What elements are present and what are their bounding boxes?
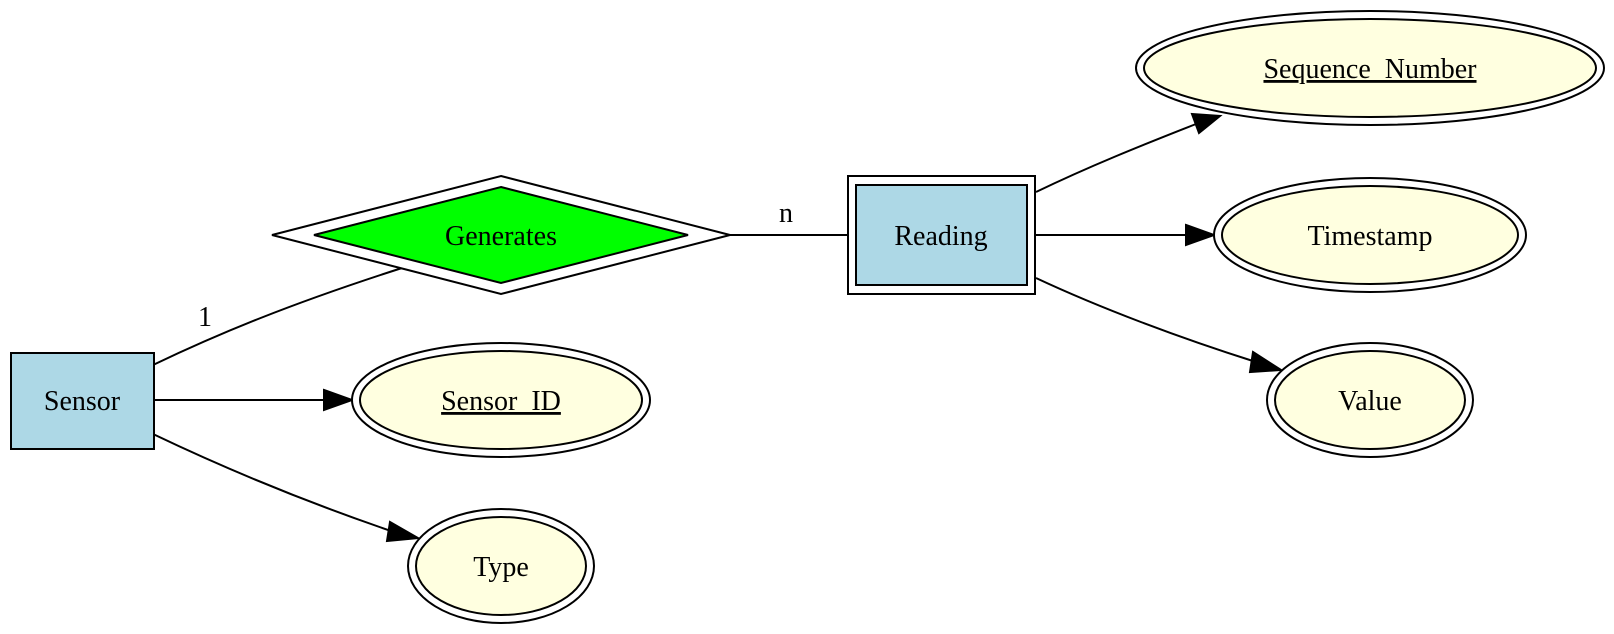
attribute-value-inner	[1274, 350, 1466, 450]
attribute-value[interactable]: Value	[1266, 342, 1474, 458]
edge-label-n: n	[779, 198, 793, 229]
edges: 1 n	[152, 112, 1285, 543]
arrowhead-sensor-id	[323, 388, 355, 412]
entity-reading-inner	[855, 184, 1028, 286]
entity-reading-label: Reading	[894, 221, 987, 252]
entity-sensor-label: Sensor	[44, 386, 121, 417]
entity-reading[interactable]: Reading	[847, 175, 1036, 295]
entity-sensor[interactable]: Sensor	[10, 352, 155, 450]
edge-sensor-generates	[152, 267, 403, 366]
attribute-sequence-number-label: Sequence_Number	[1263, 54, 1477, 85]
attribute-sequence-number-inner	[1143, 18, 1597, 118]
attribute-type-inner	[415, 516, 587, 616]
relationship-generates[interactable]: Generates	[271, 174, 731, 296]
arrowhead-timestamp	[1185, 223, 1217, 247]
edge-label-1: 1	[198, 302, 212, 333]
relationship-generates-inner	[313, 185, 689, 285]
attribute-timestamp[interactable]: Timestamp	[1213, 177, 1527, 293]
attribute-sensor-id-label: Sensor_ID	[441, 386, 561, 417]
attribute-sensor-id[interactable]: Sensor_ID	[351, 342, 651, 458]
entity-sensor-box	[10, 352, 155, 450]
attribute-type-label: Type	[473, 552, 529, 583]
edge-reading-sequence-number	[1035, 123, 1197, 193]
attribute-timestamp-inner	[1221, 185, 1519, 285]
edge-sensor-type	[152, 433, 395, 533]
arrowhead-value	[1248, 350, 1285, 374]
edge-reading-value	[1035, 277, 1257, 363]
attribute-value-label: Value	[1338, 386, 1402, 417]
relationship-generates-label: Generates	[445, 221, 557, 252]
attribute-sequence-number[interactable]: Sequence_Number	[1135, 10, 1605, 126]
arrowhead-sequence-number	[1190, 112, 1223, 135]
attribute-sensor-id-inner	[359, 350, 643, 450]
attribute-type[interactable]: Type	[407, 508, 595, 624]
arrowhead-type	[385, 520, 422, 543]
attribute-timestamp-label: Timestamp	[1308, 221, 1433, 252]
